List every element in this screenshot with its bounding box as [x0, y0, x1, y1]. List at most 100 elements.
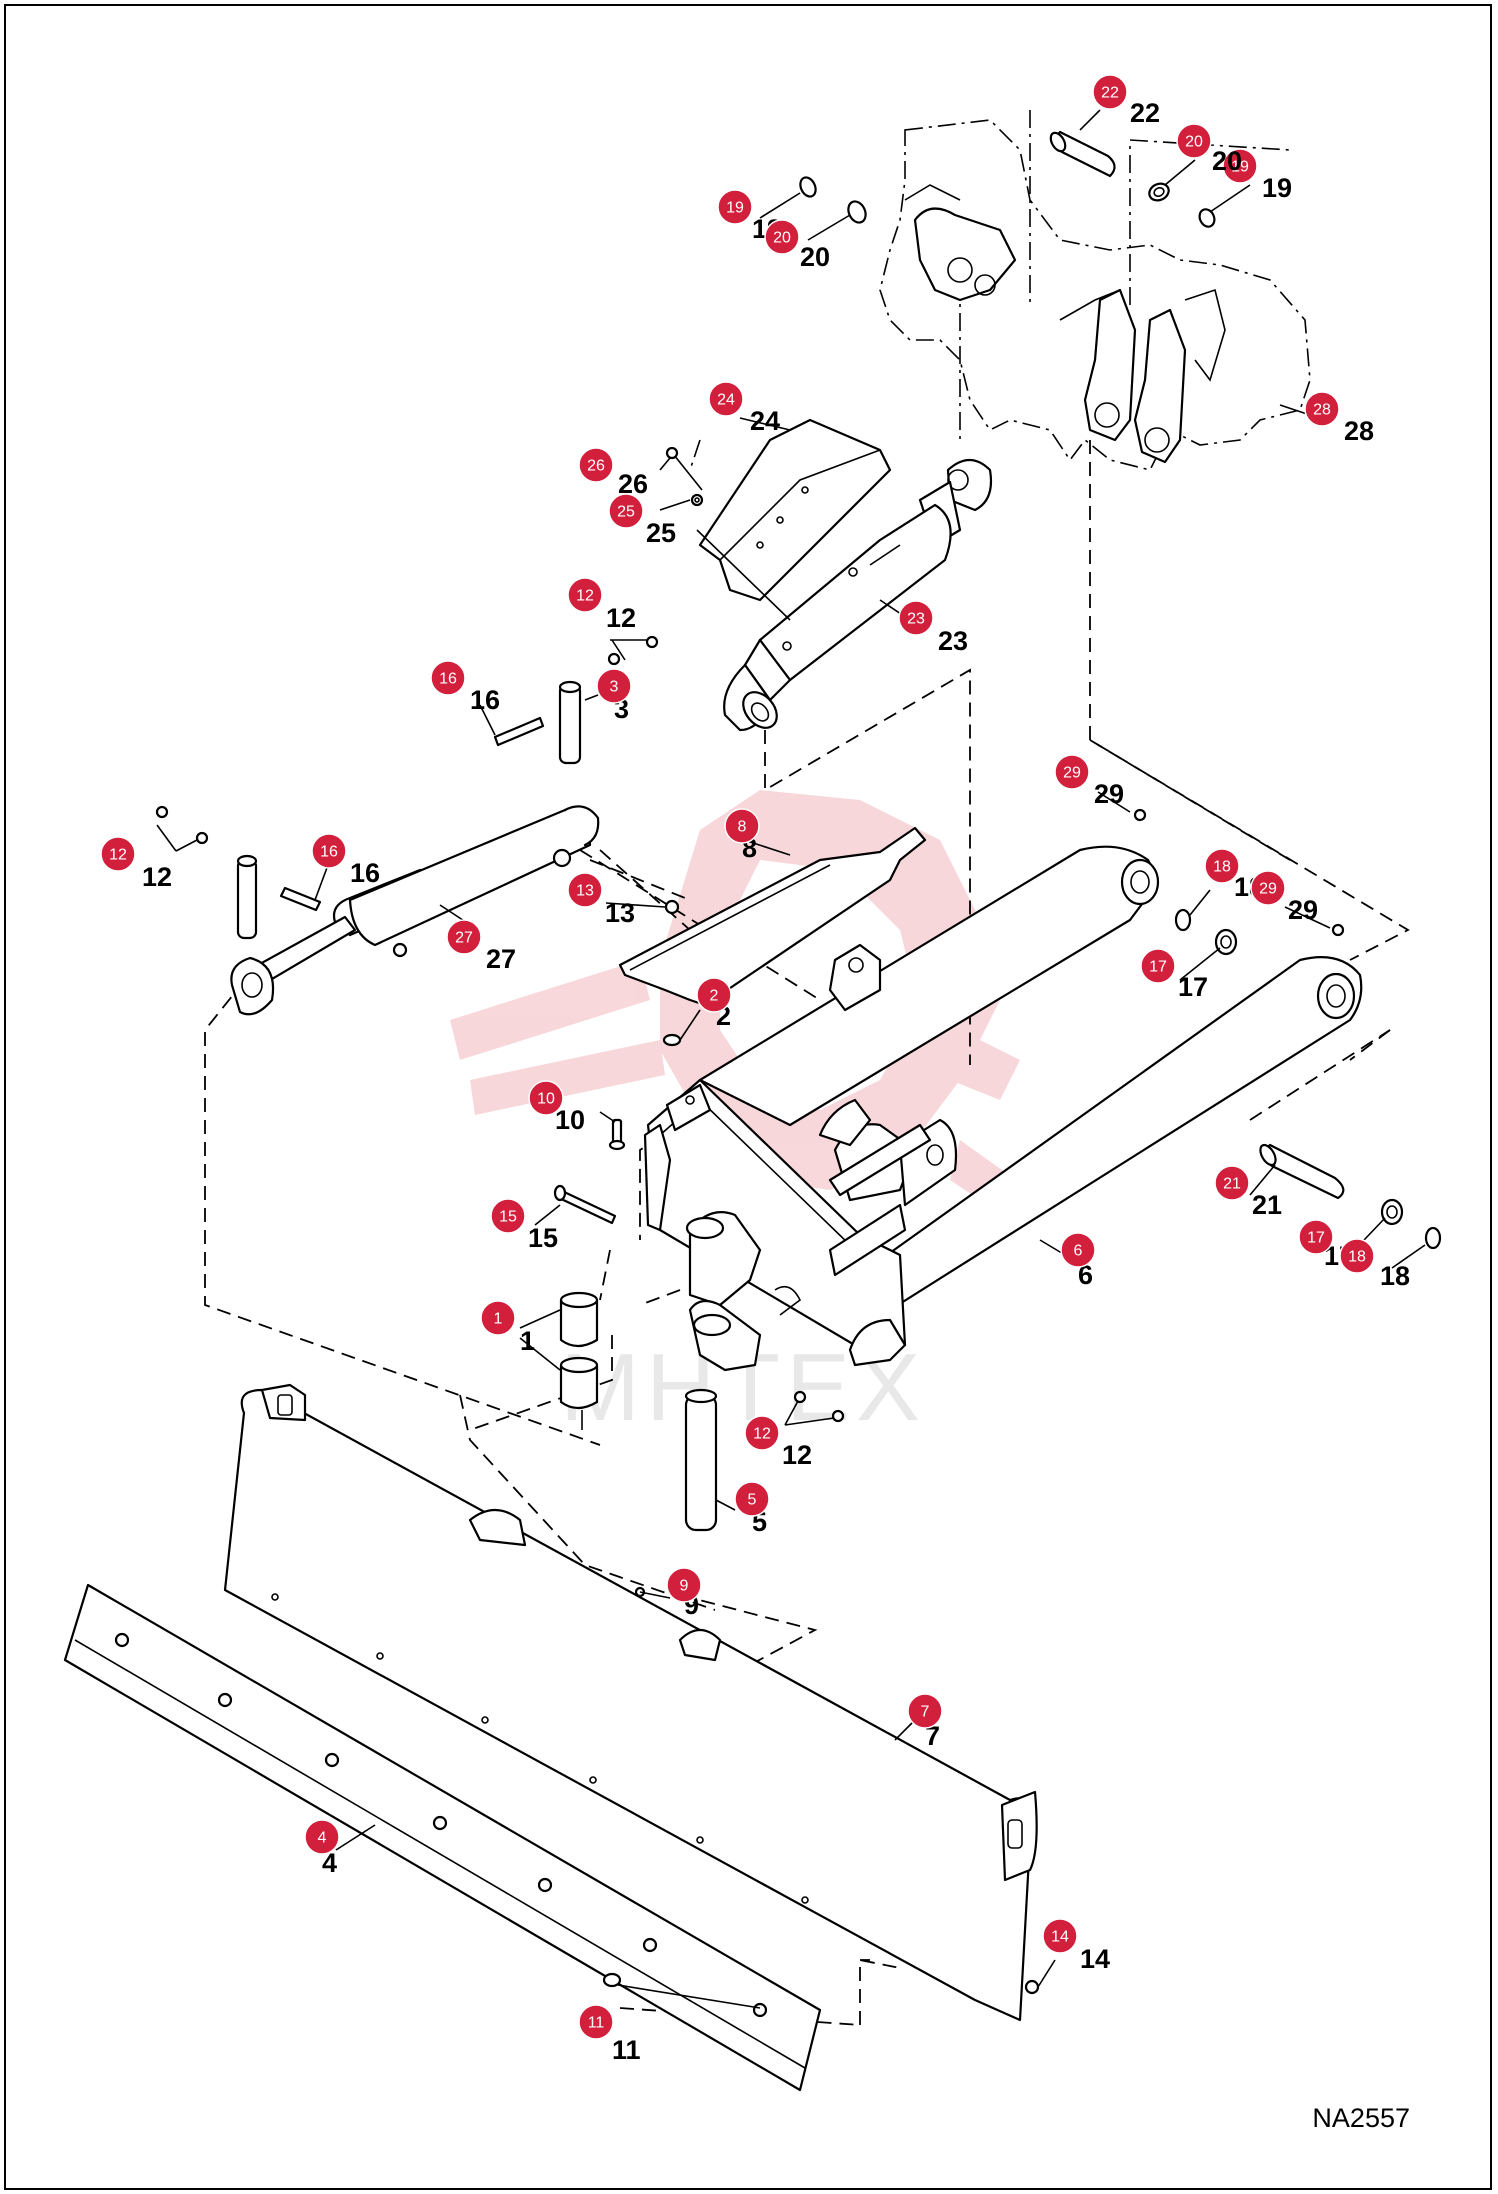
callout-bubble[interactable]: 16 [311, 833, 347, 869]
drawing-id: NA2557 [1312, 2103, 1410, 2133]
callout-circle[interactable] [898, 600, 934, 636]
callout-circle[interactable] [696, 977, 732, 1013]
hardware-parts-25-26 [665, 446, 704, 507]
callout-bubble[interactable]: 12 [744, 1415, 780, 1451]
callout-circle[interactable] [724, 808, 760, 844]
callout-bubble[interactable]: 16 [430, 660, 466, 696]
callout-circle[interactable] [1054, 754, 1090, 790]
callout-bubble[interactable]: 4 [304, 1819, 340, 1855]
callout-bubble[interactable]: 7 [907, 1693, 943, 1729]
washers-parts-19-20 [799, 176, 1216, 228]
callout-number: 22 [1101, 85, 1119, 102]
callout-bubble[interactable]: 8 [724, 808, 760, 844]
bolt-part-15 [553, 1184, 617, 1225]
callout-bubble[interactable]: 23 [898, 600, 934, 636]
pin-part-16-upper [493, 716, 545, 747]
callout-circle[interactable] [596, 668, 632, 704]
machine-frame-part-28 [879, 119, 1311, 471]
callout-circle[interactable] [1214, 1165, 1250, 1201]
callout-circle[interactable] [608, 493, 644, 529]
callout-bubble[interactable]: 11 [578, 2004, 614, 2040]
callout-bubble[interactable]: 14 [1042, 1918, 1078, 1954]
bushings-part-1 [559, 1291, 599, 1410]
callout-bubble[interactable]: 6 [1060, 1232, 1096, 1268]
callout-bubble[interactable]: 21 [1214, 1165, 1250, 1201]
callout-bubble[interactable]: 29 [1054, 754, 1090, 790]
callout-bubble[interactable]: 27 [446, 919, 482, 955]
callout-bubble[interactable]: 13 [567, 872, 603, 908]
callout-circle[interactable] [311, 833, 347, 869]
callout-bubble[interactable]: 10 [528, 1080, 564, 1116]
callout-bubble[interactable]: 12 [100, 836, 136, 872]
part-number-label: 26 [618, 469, 648, 499]
callout-circle[interactable] [567, 577, 603, 613]
pin-part-22 [1049, 130, 1116, 178]
callout-number: 16 [320, 844, 338, 861]
callout-circle[interactable] [528, 1080, 564, 1116]
callout-bubble[interactable]: 12 [567, 577, 603, 613]
part-number-label: 27 [486, 944, 516, 974]
callout-bubble[interactable]: 3 [596, 668, 632, 704]
callout-circle[interactable] [1298, 1219, 1334, 1255]
nut-part-13 [664, 899, 680, 915]
callout-number: 14 [1051, 1929, 1069, 1946]
callout-bubble[interactable]: 18 [1339, 1238, 1375, 1274]
callout-bubble[interactable]: 18 [1204, 848, 1240, 884]
callout-circle[interactable] [1339, 1238, 1375, 1274]
callout-bubble[interactable]: 15 [490, 1198, 526, 1234]
callout-bubble[interactable]: 20 [1176, 123, 1212, 159]
callout-circle[interactable] [744, 1415, 780, 1451]
callout-bubble[interactable]: 19 [717, 189, 753, 225]
callout-bubble[interactable]: 25 [608, 493, 644, 529]
callout-circle[interactable] [430, 660, 466, 696]
cylinder-guard-part-24 [669, 418, 892, 621]
part-number-label: 10 [555, 1105, 585, 1135]
washers-parts-17-18 [1133, 808, 1442, 1250]
callout-circle[interactable] [578, 2004, 614, 2040]
callout-circle[interactable] [100, 836, 136, 872]
callout-circle[interactable] [717, 189, 753, 225]
nut-part-14 [1024, 1979, 1040, 1995]
callout-circle[interactable] [1250, 870, 1286, 906]
callout-bubble[interactable]: 29 [1250, 870, 1286, 906]
callout-circle[interactable] [1042, 1918, 1078, 1954]
callout-circle[interactable] [708, 381, 744, 417]
callout-circle[interactable] [1204, 848, 1240, 884]
callout-circle[interactable] [764, 219, 800, 255]
callout-number: 1 [494, 1311, 503, 1328]
callout-circle[interactable] [1140, 948, 1176, 984]
callout-circle[interactable] [1222, 148, 1258, 184]
callout-bubble[interactable]: 2 [696, 977, 732, 1013]
callout-bubble[interactable]: 22 [1092, 74, 1128, 110]
callout-circle[interactable] [1060, 1232, 1096, 1268]
callout-bubble[interactable]: 17 [1298, 1219, 1334, 1255]
callout-bubble[interactable]: 5 [734, 1481, 770, 1517]
callout-circle[interactable] [666, 1567, 702, 1603]
callout-bubble[interactable]: 20 [764, 219, 800, 255]
blade-part-7 [223, 1383, 1038, 2022]
nuts-parts-12 [155, 635, 845, 1426]
callout-number: 12 [753, 1426, 771, 1443]
callout-circle[interactable] [480, 1300, 516, 1336]
callout-number: 18 [1213, 859, 1231, 876]
callout-circle[interactable] [1304, 391, 1340, 427]
callout-bubble[interactable]: 26 [578, 447, 614, 483]
callout-circle[interactable] [578, 447, 614, 483]
callout-circle[interactable] [446, 919, 482, 955]
leader-lines [314, 109, 1426, 1988]
callout-bubble[interactable]: 24 [708, 381, 744, 417]
callout-bubble[interactable]: 1 [480, 1300, 516, 1336]
callout-circle[interactable] [907, 1693, 943, 1729]
part-number-label: 1 [520, 1326, 535, 1356]
callout-bubble[interactable]: 17 [1140, 948, 1176, 984]
callout-circle[interactable] [1092, 74, 1128, 110]
callout-circle[interactable] [490, 1198, 526, 1234]
callout-bubble[interactable]: 9 [666, 1567, 702, 1603]
callout-circle[interactable] [304, 1819, 340, 1855]
callout-circle[interactable] [567, 872, 603, 908]
callout-number: 10 [537, 1091, 555, 1108]
callout-bubble[interactable]: 19 [1222, 148, 1258, 184]
callout-circle[interactable] [734, 1481, 770, 1517]
callout-bubble[interactable]: 28 [1304, 391, 1340, 427]
callout-circle[interactable] [1176, 123, 1212, 159]
